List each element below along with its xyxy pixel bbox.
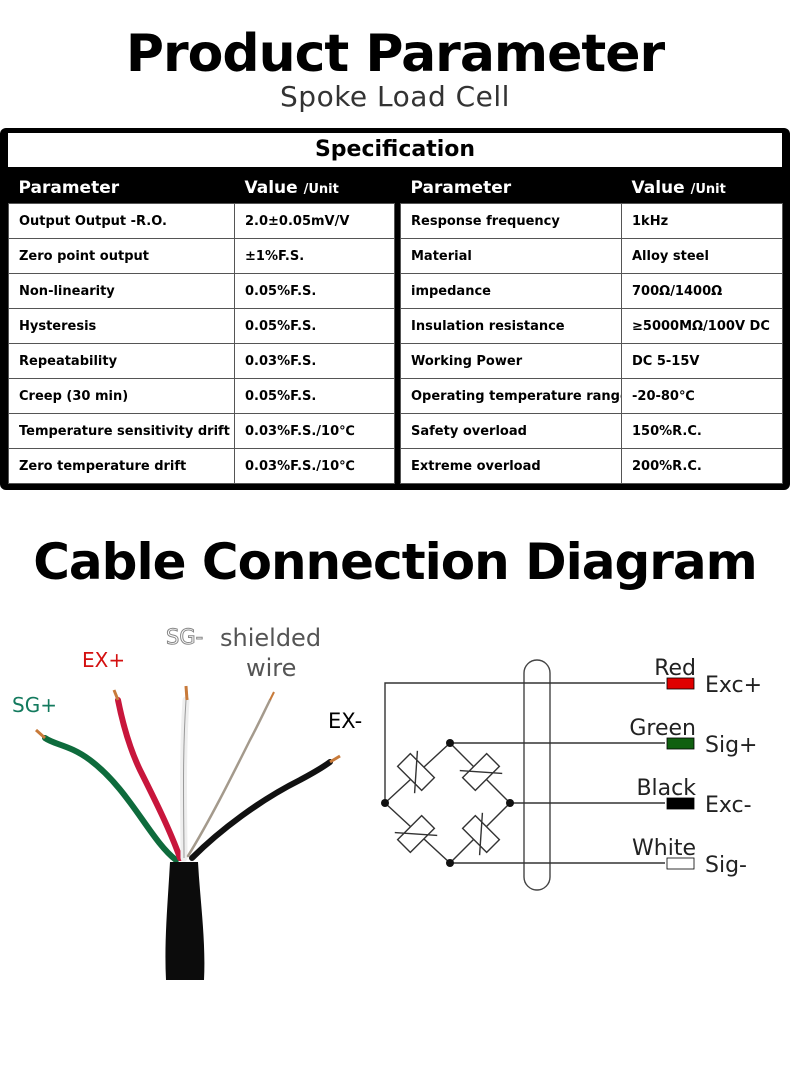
wire-signal-label: Sig- [705, 853, 747, 878]
wire-signal-label: Sig+ [705, 733, 757, 758]
param-cell: Repeatability [8, 343, 235, 379]
page-subtitle: Spoke Load Cell [280, 80, 510, 113]
param-cell: Material [400, 238, 622, 274]
label-sg-plus: SG+ [12, 693, 57, 717]
wire-black [189, 759, 333, 861]
value-cell: 150%R.C. [621, 413, 783, 449]
wire-signal-label: Exc+ [705, 673, 762, 698]
param-cell: Operating temperature range [400, 378, 622, 414]
cable-sheath [165, 862, 205, 980]
wire-color-label: Black [636, 776, 696, 801]
trace-excplus [384, 682, 665, 803]
col-header-parameter: Parameter [8, 173, 235, 204]
param-cell: Zero temperature drift [8, 448, 235, 484]
strain-gauge-1 [396, 750, 436, 794]
wire-color-swatch [666, 857, 695, 870]
value-cell: 200%R.C. [621, 448, 783, 484]
table-row: Zero point output±1%F.S. [8, 238, 395, 274]
wire-tip [269, 691, 275, 701]
value-cell: 0.05%F.S. [234, 308, 395, 344]
value-cell: ±1%F.S. [234, 238, 395, 274]
label-sg-minus: SG- [166, 625, 203, 649]
node [446, 739, 454, 747]
wire-color-swatch [666, 677, 695, 690]
wire-color-label: Red [654, 656, 696, 681]
col-header-value: Value /Unit [621, 173, 783, 204]
param-cell: Output Output -R.O. [8, 203, 235, 239]
col-header-value: Value /Unit [234, 173, 395, 204]
wire-tip [329, 754, 341, 764]
col-header-parameter: Parameter [400, 173, 622, 204]
strain-gauge-2 [459, 752, 503, 792]
shield-cylinder [523, 659, 551, 891]
wire-white-outline [183, 699, 187, 859]
wire-signal-label: Exc- [705, 793, 752, 818]
wire-color-swatch [666, 737, 695, 750]
strain-gauge-4 [461, 812, 501, 856]
value-cell: 700Ω/1400Ω [621, 273, 783, 309]
diagram-title: Cable Connection Diagram [33, 533, 758, 591]
col-header-unit: /Unit [303, 182, 339, 197]
spec-left-table: Parameter Value /Unit Output Output -R.O… [8, 173, 395, 486]
param-cell: Safety overload [400, 413, 622, 449]
param-cell: Non-linearity [8, 273, 235, 309]
param-cell: Insulation resistance [400, 308, 622, 344]
col-header-value-label: Value [244, 178, 298, 198]
label-shielded: shielded [220, 624, 321, 652]
bridge-nodes [381, 739, 514, 867]
value-cell: 0.03%F.S./10℃ [234, 448, 395, 484]
wire-tip [184, 685, 189, 701]
value-cell: Alloy steel [621, 238, 783, 274]
node [506, 799, 514, 807]
label-ex-minus: EX- [328, 709, 362, 733]
value-cell: 0.03%F.S./10℃ [234, 413, 395, 449]
spec-heading: Specification [8, 133, 782, 167]
label-ex-plus: EX+ [82, 648, 125, 672]
wire-green [42, 735, 179, 863]
spec-right-table: Parameter Value /Unit Response frequency… [400, 173, 783, 486]
value-cell: DC 5-15V [621, 343, 783, 379]
value-cell: 0.03%F.S. [234, 343, 395, 379]
spec-table: Specification Parameter Value /Unit Outp… [0, 128, 790, 490]
wire-color-label: Green [629, 716, 696, 741]
wire-color-label: White [632, 836, 696, 861]
table-row: Creep (30 min)0.05%F.S. [8, 378, 395, 414]
col-header-unit: /Unit [690, 182, 726, 197]
table-row: Operating temperature range-20-80℃ [400, 378, 783, 414]
node [381, 799, 389, 807]
param-cell: Response frequency [400, 203, 622, 239]
label-wire: wire [246, 654, 296, 682]
wire-tip [35, 728, 46, 740]
col-header-value-label: Value [631, 178, 685, 198]
cable-illustration [35, 685, 341, 980]
bridge-schematic [383, 659, 665, 891]
wire-tip [112, 689, 120, 701]
param-cell: Zero point output [8, 238, 235, 274]
param-cell: Working Power [400, 343, 622, 379]
wire-color-swatch [666, 797, 695, 810]
value-cell: 1kHz [621, 203, 783, 239]
value-cell: 0.05%F.S. [234, 273, 395, 309]
node [446, 859, 454, 867]
wire-red [115, 697, 183, 861]
wire-shield [186, 698, 272, 858]
value-cell: 0.05%F.S. [234, 378, 395, 414]
page-title: Product Parameter [125, 24, 665, 84]
strain-gauge-3 [394, 814, 438, 854]
value-cell: -20-80℃ [621, 378, 783, 414]
